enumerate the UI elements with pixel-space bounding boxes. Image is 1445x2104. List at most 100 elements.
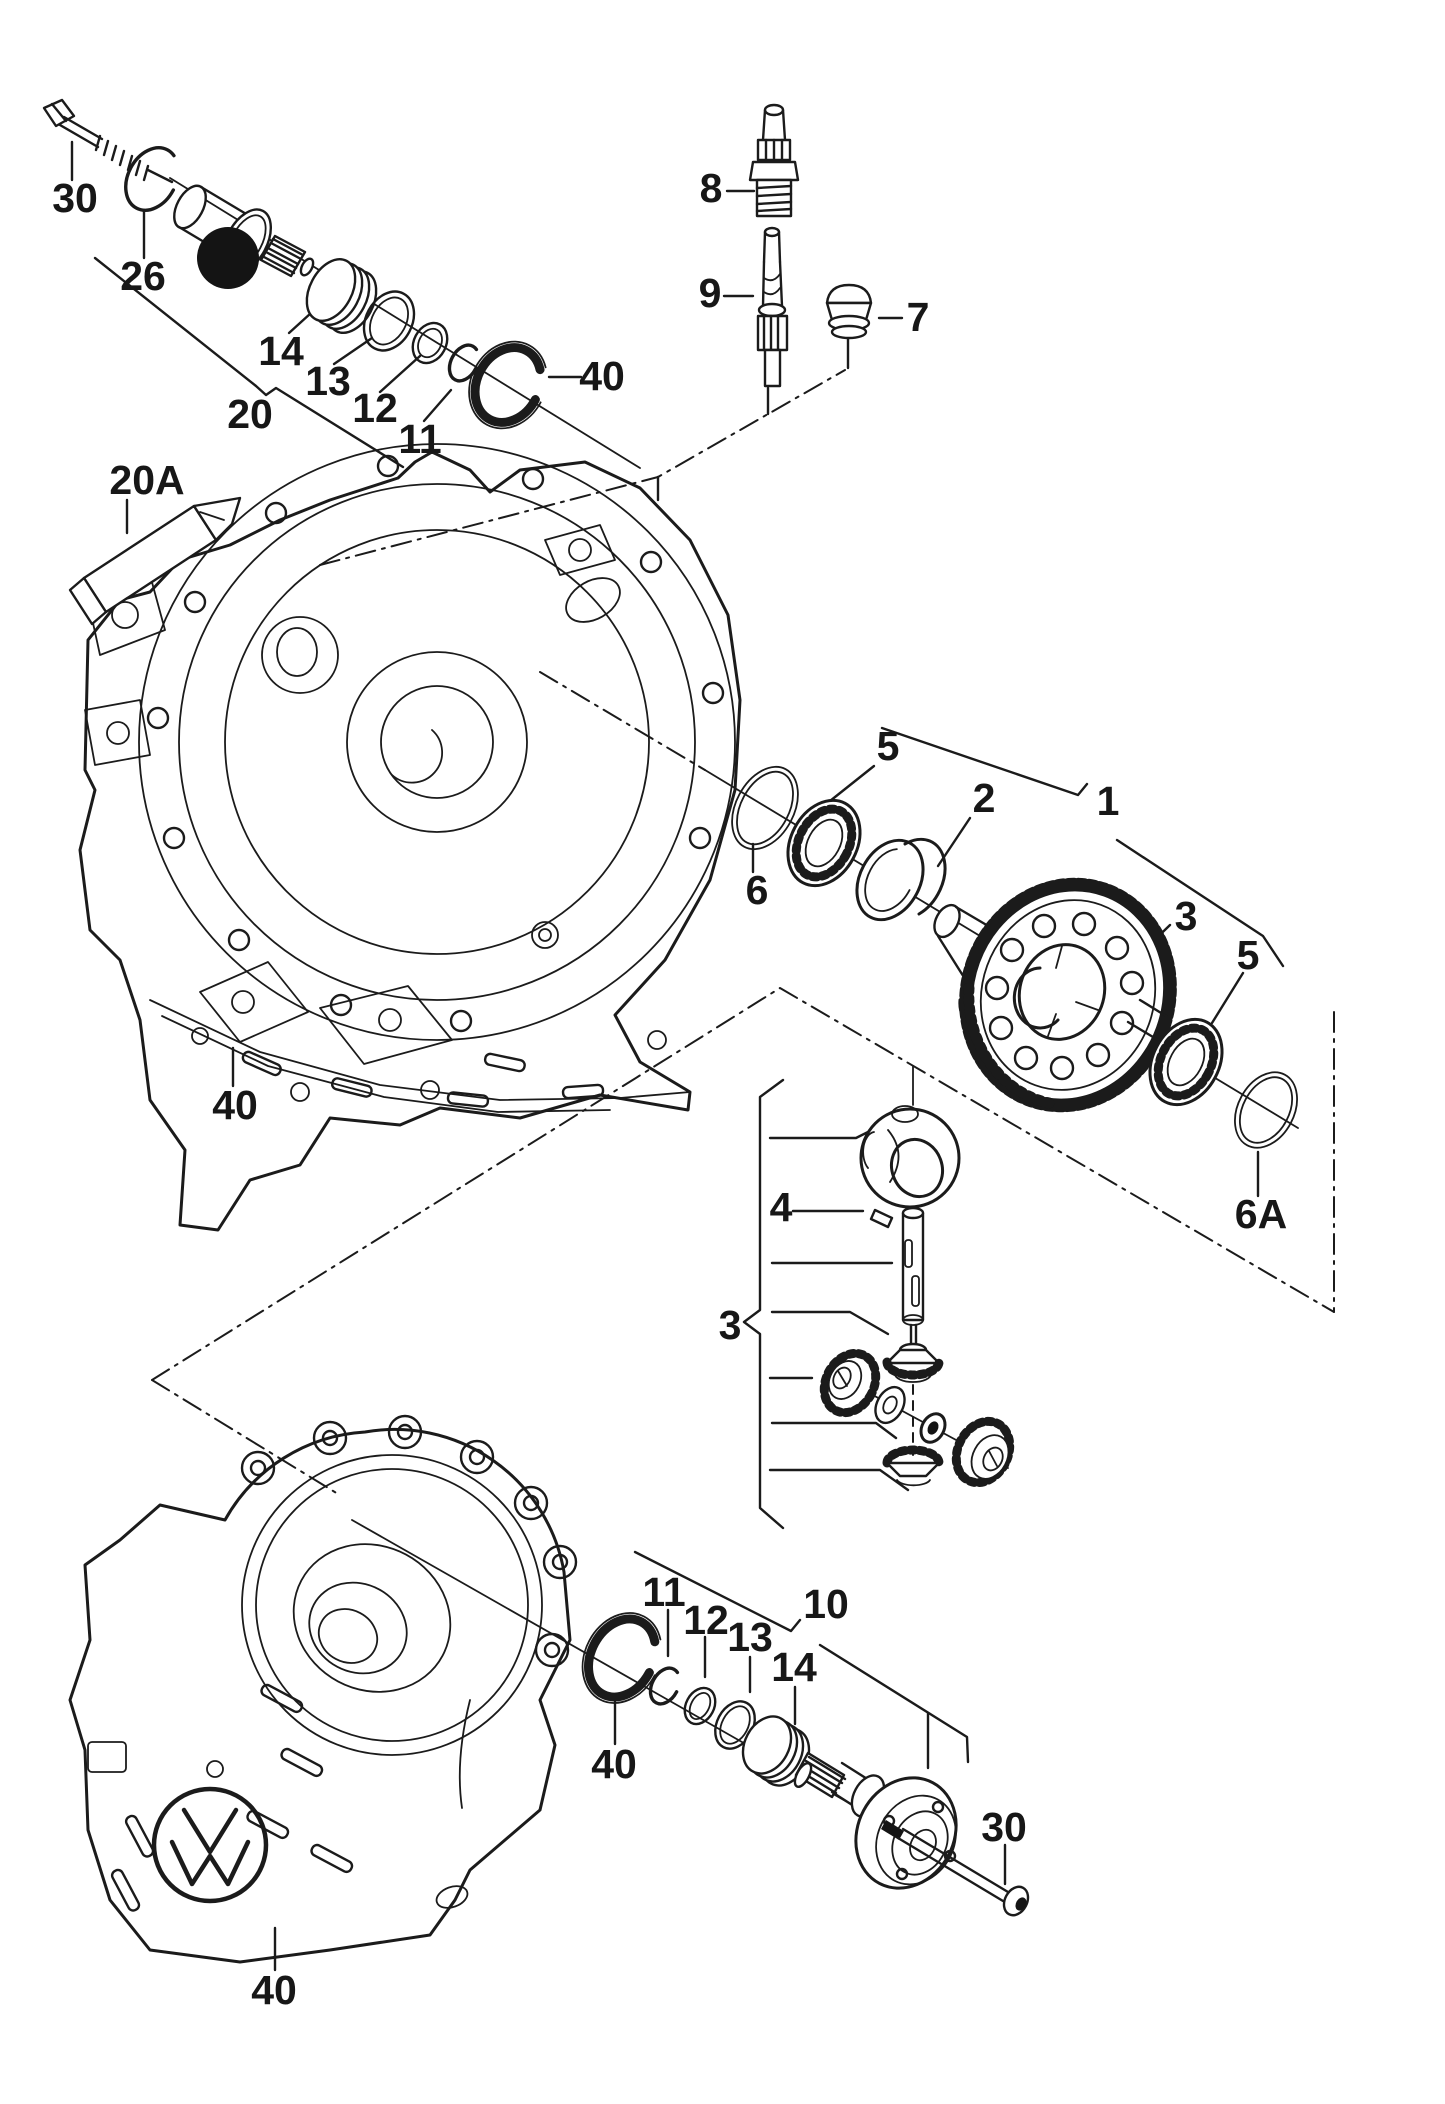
upper-gearbox-housing[interactable] bbox=[78, 443, 742, 1232]
callout-12-top[interactable]: 12 bbox=[352, 385, 398, 431]
part-6A-oring[interactable] bbox=[1222, 1062, 1309, 1159]
part-4-pin bbox=[869, 1208, 894, 1229]
part-10-output-flange[interactable] bbox=[792, 1751, 976, 1906]
group-3-differential-internals[interactable] bbox=[814, 1105, 1020, 1492]
seal40-bottom-body bbox=[584, 1614, 660, 1702]
race2-inner bbox=[864, 848, 916, 912]
callout-13-bottom[interactable]: 13 bbox=[727, 1614, 773, 1660]
snap-ring-11-bottom bbox=[648, 1666, 682, 1706]
callout-11-bottom[interactable]: 11 bbox=[642, 1569, 685, 1615]
part-30-bolt-bottom[interactable] bbox=[881, 1820, 1033, 1919]
part-6-oring[interactable] bbox=[719, 756, 812, 861]
callout-40-upper-housing[interactable]: 40 bbox=[212, 1082, 258, 1128]
gasket-edge-2 bbox=[161, 1015, 611, 1113]
p8-knurl-lines bbox=[764, 138, 784, 162]
diff-bore-c bbox=[317, 1608, 379, 1664]
callout-14-top[interactable]: 14 bbox=[258, 328, 304, 374]
part-2-bearing-race[interactable] bbox=[844, 829, 947, 931]
bottom-plate-a bbox=[199, 961, 309, 1043]
part-30-bolt-top[interactable] bbox=[42, 98, 174, 184]
callout-7[interactable]: 7 bbox=[907, 294, 930, 340]
callout-40-top-seal[interactable]: 40 bbox=[579, 353, 625, 399]
spoke-c bbox=[1047, 1013, 1057, 1037]
nozzle-cut bbox=[199, 511, 225, 521]
part-12-ring-top[interactable] bbox=[406, 317, 454, 369]
callout-30-bottom[interactable]: 30 bbox=[981, 1804, 1027, 1850]
spider-contour bbox=[887, 1129, 900, 1183]
callout-12-bottom[interactable]: 12 bbox=[683, 1597, 729, 1643]
part-40-seal-bottom[interactable] bbox=[567, 1599, 676, 1717]
bevel-pinion-upper bbox=[882, 1342, 944, 1383]
part-40-seal-top[interactable] bbox=[454, 328, 562, 442]
cap-coil-1 bbox=[305, 258, 357, 322]
callout-11-top[interactable]: 11 bbox=[398, 416, 441, 462]
p7-dome bbox=[825, 283, 873, 305]
p8-l2 bbox=[781, 108, 787, 142]
part-26-snap-ring[interactable] bbox=[115, 139, 188, 220]
callout-5-left[interactable]: 5 bbox=[877, 723, 900, 769]
helical-rim-hatch bbox=[963, 982, 1055, 1109]
lower-gearbox-housing[interactable] bbox=[68, 1414, 578, 1964]
bolt-shank-a bbox=[58, 123, 100, 149]
part-20-inner-joint[interactable] bbox=[168, 181, 316, 289]
part-5-bearing-right[interactable] bbox=[1136, 1007, 1237, 1117]
part-12-ring-bottom[interactable] bbox=[679, 1683, 722, 1730]
bearing5L-rollers bbox=[791, 804, 857, 882]
part-14-threaded-cap-top[interactable] bbox=[297, 251, 386, 341]
callout-3-right[interactable]: 3 bbox=[1175, 893, 1198, 939]
boss-small bbox=[206, 1760, 224, 1778]
callout-6[interactable]: 6 bbox=[746, 867, 769, 913]
callout-4[interactable]: 4 bbox=[770, 1184, 793, 1230]
upper-housing-outline bbox=[78, 450, 742, 1232]
part-9-speedo-shaft[interactable] bbox=[756, 226, 789, 388]
callout-20A[interactable]: 20A bbox=[109, 457, 184, 503]
callout-14-bottom[interactable]: 14 bbox=[771, 1644, 817, 1690]
part-14-threaded-cap-bottom[interactable] bbox=[733, 1708, 818, 1794]
housing-oval-window bbox=[565, 577, 621, 623]
callout-40-bottom-seal[interactable]: 40 bbox=[591, 1741, 637, 1787]
p9-l1 bbox=[762, 230, 767, 264]
bolt-tip bbox=[146, 168, 174, 184]
top-boss-hole bbox=[568, 538, 592, 562]
thrust-washer bbox=[874, 1385, 906, 1425]
p8-top bbox=[763, 103, 785, 117]
p9-knurl-lines bbox=[762, 314, 780, 352]
flange-bolt-holes bbox=[146, 454, 725, 1033]
callout-10[interactable]: 10 bbox=[803, 1581, 849, 1627]
callout-9[interactable]: 9 bbox=[699, 270, 722, 316]
plate-hole-a bbox=[231, 990, 255, 1014]
callout-13-top[interactable]: 13 bbox=[305, 358, 351, 404]
callout-26[interactable]: 26 bbox=[120, 253, 166, 299]
callout-6A[interactable]: 6A bbox=[1235, 1191, 1287, 1237]
callout-2[interactable]: 2 bbox=[973, 775, 996, 821]
highlight-dot bbox=[197, 227, 259, 289]
bracket-10-right bbox=[818, 1643, 970, 1764]
bearing5R-rollers bbox=[1153, 1023, 1219, 1101]
spoke-b bbox=[1075, 1001, 1099, 1011]
part-11-snap-ring-bottom[interactable] bbox=[645, 1663, 686, 1709]
part-20A-sealant-tube[interactable] bbox=[68, 496, 242, 626]
callout-3-left[interactable]: 3 bbox=[719, 1302, 742, 1348]
diff-neck-end bbox=[933, 903, 961, 939]
part-7-plug[interactable] bbox=[825, 283, 873, 340]
dashdot-lower-route bbox=[151, 987, 1335, 1381]
dashdot-to-lower-housing bbox=[151, 1379, 339, 1495]
p9-top bbox=[763, 226, 781, 238]
guide-boss bbox=[261, 616, 339, 694]
callout-8[interactable]: 8 bbox=[700, 165, 723, 211]
ring12b-outer bbox=[683, 1686, 717, 1726]
callout-5-right[interactable]: 5 bbox=[1237, 932, 1260, 978]
callout-40-lower-housing[interactable]: 40 bbox=[251, 1967, 297, 2013]
part-5-bearing-left[interactable] bbox=[774, 788, 875, 898]
callout-20[interactable]: 20 bbox=[227, 391, 273, 437]
callout-1[interactable]: 1 bbox=[1097, 778, 1120, 824]
bracket-3-internals bbox=[742, 1078, 785, 1530]
gasket-slots bbox=[241, 1050, 605, 1108]
callout-30-top[interactable]: 30 bbox=[52, 175, 98, 221]
part-8-speedo-pinion-fitting[interactable] bbox=[748, 103, 800, 218]
bore-arc bbox=[391, 729, 443, 784]
foot-pad bbox=[87, 1741, 127, 1773]
part-13-ring-top[interactable] bbox=[354, 283, 424, 359]
part-1-differential-assembly[interactable] bbox=[929, 855, 1201, 1135]
